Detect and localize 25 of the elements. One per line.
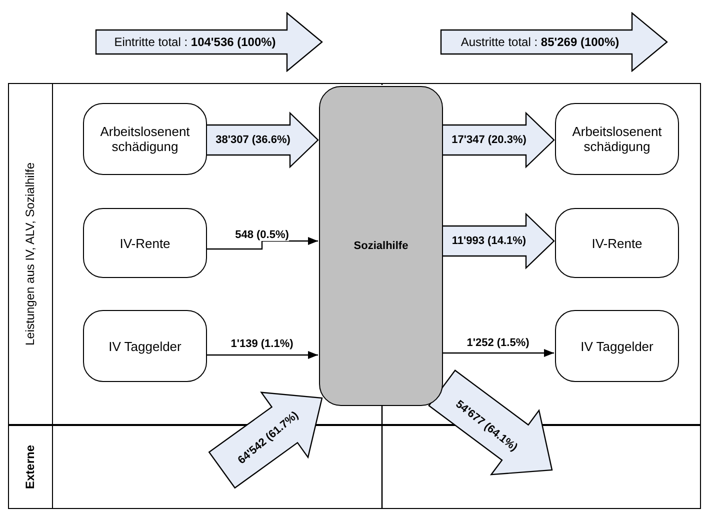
process-box: Arbeitslosenent schädigung [555,103,679,175]
block-arrow [208,392,323,489]
lane-title: Externe [23,444,37,490]
edge-label: 11'993 (14.1%) [452,235,526,247]
process-box: IV-Rente [555,208,679,278]
edge-label: 1'139 (1.1%) [230,338,294,350]
block-arrow [441,112,555,168]
process-box: IV Taggelder [555,310,679,382]
arrow [442,349,554,357]
process-box: IV Taggelder [83,310,207,382]
edge-label: 17'347 (20.3%) [452,134,526,146]
process-box: Arbeitslosenent schädigung [83,103,207,175]
arrow [206,237,318,250]
edge-label: 1'252 (1.5%) [466,337,530,349]
block-arrow [205,112,319,168]
block-arrow [441,212,555,270]
total-arrow: Eintritte total : 104'536 (100%) [95,12,323,72]
block-arrow [428,370,553,476]
lane-title: Leistungen aus IV, ALV, Sozialhilfe [23,162,37,346]
edge-label: 548 (0.5%) [235,229,289,241]
process-box: IV-Rente [83,208,207,278]
total-arrow: Austritte total : 85'269 (100%) [440,12,668,72]
edge-label: 38'307 (36.6%) [216,134,290,146]
arrow [206,351,318,359]
process-box: Sozialhilfe [319,86,443,406]
